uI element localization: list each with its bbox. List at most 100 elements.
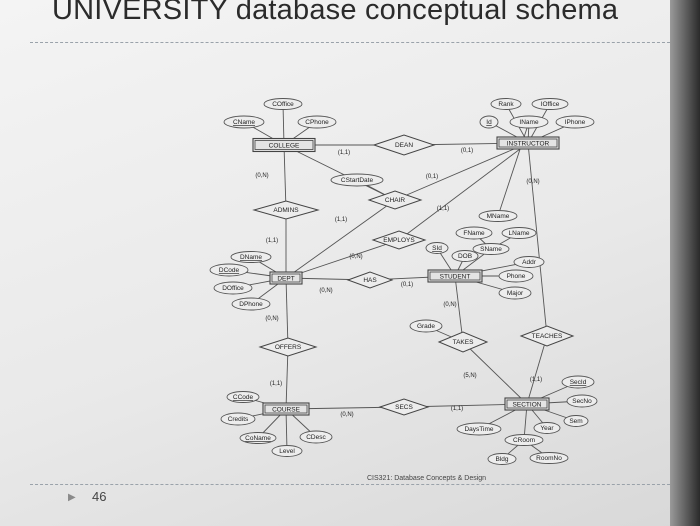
entity-course-shape (262, 402, 310, 416)
attribute-sem-shape (563, 415, 589, 427)
cardinality-c_dept_offers: (0,N) (265, 316, 278, 322)
entity-college-inner-border (254, 140, 314, 150)
attribute-major-shape (498, 286, 532, 300)
attribute-sname: SName (480, 246, 502, 253)
cardinality-c_chair_dept: (1,1) (335, 217, 347, 223)
attribute-cphone-shape (297, 115, 337, 129)
attribute-dob: DOB (458, 253, 472, 260)
attribute-sem: Sem (569, 418, 582, 425)
entity-student-shape (427, 269, 483, 283)
relationship-takes-shape (437, 331, 489, 353)
relationship-secs-shape (378, 398, 430, 416)
attribute-credits: Credits (228, 416, 249, 423)
attribute-grade-shape (409, 319, 443, 333)
entity-section-inner-border (506, 399, 548, 409)
screen-bezel (670, 0, 700, 526)
attribute-dphone: DPhone (239, 301, 263, 308)
cardinality-c_dean_college: (1,1) (338, 150, 350, 156)
cardinality-c_has_student: (0,1) (401, 282, 413, 288)
attribute-addr-shape (513, 256, 545, 268)
entity-section: SECTION (513, 401, 542, 408)
attribute-cphone: CPhone (305, 119, 329, 126)
cardinality-c_chair_instr1: (0,1) (426, 174, 438, 180)
attribute-secid-shape (561, 375, 595, 389)
cardinality-c_student_takes: (0,N) (443, 302, 456, 308)
attribute-rank: Rank (498, 101, 514, 108)
edge-college-chair (283, 144, 396, 201)
edge-chair-instructor (394, 142, 529, 201)
attribute-year-shape (533, 422, 561, 434)
cardinality-c_offers_course: (1,1) (270, 381, 282, 387)
relationship-chair-shape (367, 190, 423, 210)
relationship-admins: ADMINS (273, 207, 299, 214)
attribute-cdesc-shape (299, 430, 333, 444)
attribute-sname-shape (472, 243, 510, 255)
attribute-dname: DName (240, 254, 262, 261)
entity-instructor-shape (496, 136, 560, 150)
relationship-employs-shape (371, 230, 427, 250)
attribute-croom-shape (504, 434, 544, 446)
edge-iname-mname (497, 121, 530, 217)
edge-instructor-teaches (527, 142, 548, 337)
attribute-iid-shape (479, 115, 499, 129)
attribute-dcode: DCode (219, 267, 240, 274)
cardinality-c_dean_instr: (0,1) (461, 148, 473, 154)
cardinality-c_teaches_section: (1,1) (530, 377, 542, 383)
slide-title: UNIVERSITY database conceptual schema (52, 0, 619, 26)
attribute-addr: Addr (522, 259, 537, 266)
edge-chair-dept (285, 199, 396, 279)
relationship-offers-shape (258, 337, 318, 357)
entity-dept-inner-border (271, 273, 301, 283)
slide-footer: CIS321: Database Concepts & Design (367, 475, 487, 482)
attribute-dob-shape (451, 250, 479, 262)
attribute-major: Major (507, 290, 524, 297)
attribute-coffice: COffice (272, 101, 294, 108)
attribute-phone: Phone (507, 273, 526, 280)
entity-course: COURSE (272, 406, 300, 413)
relationship-dean-shape (372, 134, 436, 156)
edge-student-takes (454, 275, 464, 343)
entity-instructor-inner-border (498, 138, 558, 148)
attribute-bldg-shape (487, 453, 517, 465)
entity-dept: DEPT (277, 275, 294, 282)
attribute-coname-shape (239, 432, 277, 444)
attribute-doffice: DOffice (222, 285, 244, 292)
entity-student-inner-border (429, 271, 481, 281)
attribute-coffice-shape (263, 98, 303, 110)
cardinality-c_admins_dept: (1,1) (266, 238, 278, 244)
cardinality-c_dept_has: (0,N) (319, 288, 332, 294)
relationship-employs: EMPLOYS (383, 237, 415, 244)
attribute-cstartdate: CStartDate (341, 177, 374, 184)
attribute-cdesc: CDesc (306, 434, 326, 441)
attribute-doffice-shape (213, 281, 253, 295)
edge-takes-section (462, 341, 528, 405)
edge-dept-offers (285, 277, 289, 348)
edge-teaches-section (526, 335, 548, 405)
attribute-dcode-shape (209, 263, 249, 277)
attribute-sid: SId (432, 245, 442, 252)
cardinality-c_secs_section: (1,1) (451, 406, 463, 412)
relationship-teaches: TEACHES (532, 333, 563, 340)
attribute-fname-shape (455, 226, 493, 240)
cardinality-c_employs_dept: (0,N) (349, 254, 362, 260)
attribute-ccode: CCode (233, 394, 254, 401)
attribute-secno-shape (566, 394, 598, 408)
attribute-phone-shape (498, 269, 534, 283)
attribute-credits-shape (220, 412, 256, 426)
attribute-iname-shape (509, 115, 549, 129)
cardinality-c_chair_instr2: (1,1) (437, 206, 449, 212)
entity-course-inner-border (264, 404, 308, 414)
relationship-secs: SECS (395, 404, 413, 411)
attribute-lname: LName (509, 230, 530, 237)
edge-course-level (285, 408, 288, 452)
attribute-daystime: DaysTime (464, 426, 493, 433)
attribute-grade: Grade (417, 323, 435, 330)
diagram-nodes: DEANCHAIRADMINSEMPLOYSHASTAKESTEACHESOFF… (209, 98, 598, 465)
relationship-has-shape (346, 271, 394, 289)
relationship-teaches-shape (519, 325, 575, 347)
attribute-dphone-shape (231, 297, 271, 311)
relationship-chair: CHAIR (385, 197, 406, 204)
entity-instructor: INSTRUCTOR (507, 140, 550, 147)
attribute-roomno: RoomNo (536, 455, 562, 462)
